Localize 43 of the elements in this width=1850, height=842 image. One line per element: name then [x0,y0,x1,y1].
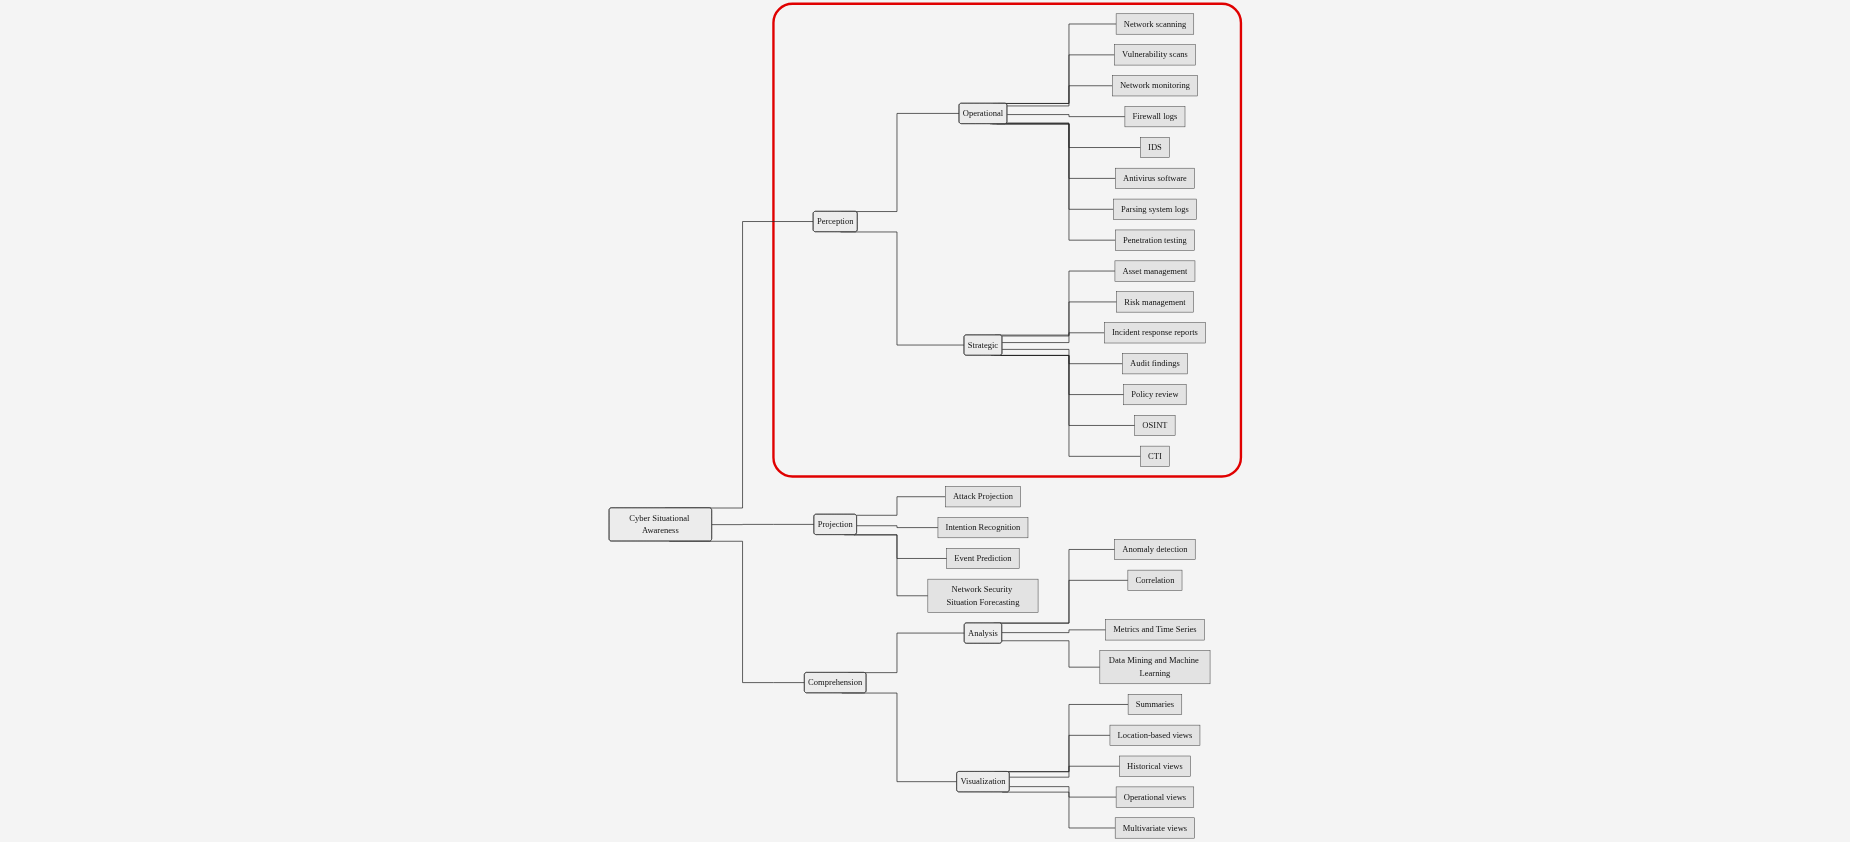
node-box: IDS [1140,137,1170,158]
node-box: Correlation [1127,569,1183,591]
connector [1006,114,1126,117]
node-box: Location-based views [1109,724,1201,746]
connector [1001,301,1117,337]
connector [856,525,939,528]
connector [1009,765,1120,778]
node-box: Intention Recognition [937,517,1029,539]
connector [999,580,1129,624]
node-box: Network monitoring [1112,75,1198,97]
connector [1006,122,1141,148]
node-box: Data Mining and Machine Learning [1099,650,1211,685]
node-box: Audit findings [1122,353,1188,375]
node-box: Firewall logs [1124,106,1186,128]
node-box: Network Security Situation Forecasting [927,578,1039,613]
node-box: Event Prediction [946,548,1020,569]
node-box: Parsing system logs [1113,198,1197,220]
node-box: Policy review [1123,384,1187,406]
node-box: Network scanning [1115,13,1194,35]
node-box: CTI [1140,445,1170,467]
node-box: OSINT [1134,415,1176,436]
connector [855,496,946,516]
connector [1006,85,1113,107]
node-box: Summaries [1127,694,1183,715]
node-box: Asset management [1114,260,1196,282]
node-box: Historical views [1119,755,1191,777]
connector [1001,629,1106,633]
node-box: Anomaly detection [1114,539,1196,560]
connector [711,524,815,525]
node-box: Risk management [1116,291,1194,313]
connector [1009,786,1117,798]
node-box: Operational views [1115,786,1194,808]
node-box: Metrics and Time Series [1105,619,1205,641]
connector [1001,332,1105,343]
connector [1001,349,1123,365]
node-box: Antivirus software [1115,167,1195,189]
cluster [772,2,1243,478]
connector [1001,640,1101,668]
node-box: Incident response reports [1104,322,1206,344]
node-box: Vulnerability scans [1114,44,1196,66]
node-box: Attack Projection [945,486,1021,508]
node-box: Multivariate views [1114,817,1195,839]
node-box: Penetration testing [1115,229,1195,251]
